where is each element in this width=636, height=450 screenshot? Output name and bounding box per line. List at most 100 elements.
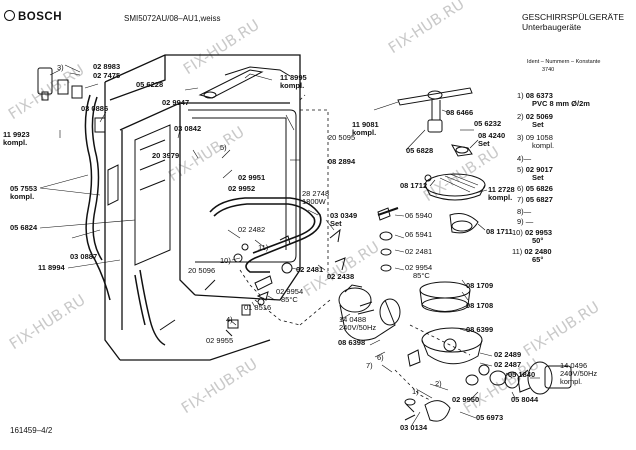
legend-item: 4)— xyxy=(517,154,532,163)
bosch-logo-icon xyxy=(4,10,15,21)
callout-label: 01 8516 xyxy=(244,303,272,312)
callout-label: 05 1840 xyxy=(508,370,536,379)
legend-desc: kompl. xyxy=(532,141,555,150)
callout-label: 02 2487 xyxy=(494,360,522,369)
callout-label: 06 5941 xyxy=(405,230,433,239)
lower-spray-arm xyxy=(397,87,473,157)
callout-label: 20 5095 xyxy=(328,133,356,142)
circulation-pump xyxy=(338,284,401,341)
seal-rings xyxy=(377,207,399,272)
callout-label: 5) xyxy=(220,143,227,152)
callout-label: 85°C xyxy=(413,271,430,280)
ident-value: 3740 xyxy=(542,67,555,73)
page-title: GESCHIRRSPÜLGERÄTE xyxy=(522,12,625,22)
callout-label: kompl. xyxy=(280,81,305,90)
legend-desc: PVC 8 mm Ø/2m xyxy=(532,99,590,108)
drain-elbow xyxy=(404,398,451,422)
callout-label: 05 6828 xyxy=(406,146,434,155)
callout-label: 14 0496 xyxy=(560,361,588,370)
callout-label: 85°C xyxy=(281,295,298,304)
legend-desc: Set xyxy=(532,120,544,129)
callout-label: 240V/50Hz xyxy=(339,323,377,332)
callout-label: 02 2481 xyxy=(296,265,324,274)
legend-item: 5) 02 9017 xyxy=(517,165,553,174)
callout-label: 4) xyxy=(226,315,233,324)
callout-label: 02 9951 xyxy=(238,173,266,182)
callout-label: 7) xyxy=(366,361,373,370)
callout-label: Set xyxy=(330,219,342,228)
callout-label: 05 6228 xyxy=(136,80,164,89)
footer-code: 161459–4/2 xyxy=(10,426,53,435)
callout-label: kompl. xyxy=(10,192,35,201)
callout-label: 02 2482 xyxy=(238,225,266,234)
sump xyxy=(407,281,483,367)
callout-label: 08 6398 xyxy=(338,338,366,347)
callout-label: 05 6824 xyxy=(10,223,38,232)
callout-label: 02 9947 xyxy=(162,98,190,107)
door-seal xyxy=(188,109,297,263)
hoses xyxy=(84,94,166,346)
legend-item: 2) 02 5069 xyxy=(517,112,553,121)
callout-label: 06 5940 xyxy=(405,211,433,220)
callout-label: 08 1712 xyxy=(400,181,428,190)
callout-label: 1800W xyxy=(302,197,326,206)
callout-label: 02 9955 xyxy=(206,336,234,345)
callout-label: 03 0886 xyxy=(81,104,109,113)
callout-label: 03 0887 xyxy=(70,252,98,261)
callout-label: 02 2438 xyxy=(327,272,355,281)
legend-item: 3) 09 1058 xyxy=(517,133,553,142)
lower-left-parts xyxy=(225,228,346,337)
bottom-parts xyxy=(159,279,251,331)
callout-label: 03 0134 xyxy=(400,423,428,432)
left-bracket-parts xyxy=(37,67,171,266)
callout-label: 1) xyxy=(412,387,419,396)
callout-label: 02 7475 xyxy=(93,71,121,80)
callout-label: 11 9923 xyxy=(3,130,30,139)
callout-label: 20 3979 xyxy=(152,151,180,160)
callout-label: 08 1708 xyxy=(466,301,494,310)
callout-label: kompl. xyxy=(3,138,28,147)
callout-label: 11 9081 xyxy=(352,120,379,129)
callout-label: 11) xyxy=(258,243,269,252)
callout-label: 08 1709 xyxy=(466,281,494,290)
callout-label: 28 2748 xyxy=(302,189,330,198)
tub-frame xyxy=(104,54,301,361)
callout-label: 11 8994 xyxy=(38,263,65,272)
callout-label: 08 6399 xyxy=(466,325,494,334)
callout-label: 11 8995 xyxy=(280,73,307,82)
callout-label: 08 6466 xyxy=(446,108,474,117)
brand-logo: BOSCH xyxy=(18,11,63,23)
callout-label: 10) xyxy=(220,256,231,265)
callout-label: kompl. xyxy=(560,377,583,386)
legend-desc: Set xyxy=(532,173,544,182)
callout-label: 08 4240 xyxy=(478,131,506,140)
callout-label: 08 1711 xyxy=(486,227,513,236)
callout-label: 6) xyxy=(377,353,384,362)
legend-item: 9) — xyxy=(517,217,534,226)
callout-label: 240V/50Hz xyxy=(560,369,598,378)
callout-label: Set xyxy=(478,139,490,148)
filter-assembly xyxy=(424,173,486,234)
legend-desc: 50° xyxy=(532,236,544,245)
callout-label: 02 9952 xyxy=(228,184,256,193)
callout-label: 02 2489 xyxy=(494,350,522,359)
callout-label: 02 8983 xyxy=(93,62,121,71)
legend-item: 6) 05 6826 xyxy=(517,184,553,193)
callout-label: 03 0349 xyxy=(330,211,358,220)
callout-label: 20 5096 xyxy=(188,266,216,275)
callout-label: 11 2728 xyxy=(488,185,515,194)
page-subtitle: Unterbaugeräte xyxy=(522,22,582,32)
callout-label: 05 6232 xyxy=(474,119,502,128)
callout-label: 02 9954 xyxy=(276,287,304,296)
callout-label: kompl. xyxy=(488,193,513,202)
callout-label: 02 2481 xyxy=(405,247,433,256)
legend-item: 10) 02 9953 xyxy=(512,228,553,237)
model-number: SMI5072AU/08–AU1,weiss xyxy=(124,14,221,23)
ident-label: Ident – Nummern – Konstante xyxy=(527,59,601,65)
callout-label: 14 0488 xyxy=(339,315,367,324)
callout-label: 02 9950 xyxy=(452,395,480,404)
legend-item: 7) 05 6827 xyxy=(517,195,553,204)
leader-lines xyxy=(39,64,540,426)
